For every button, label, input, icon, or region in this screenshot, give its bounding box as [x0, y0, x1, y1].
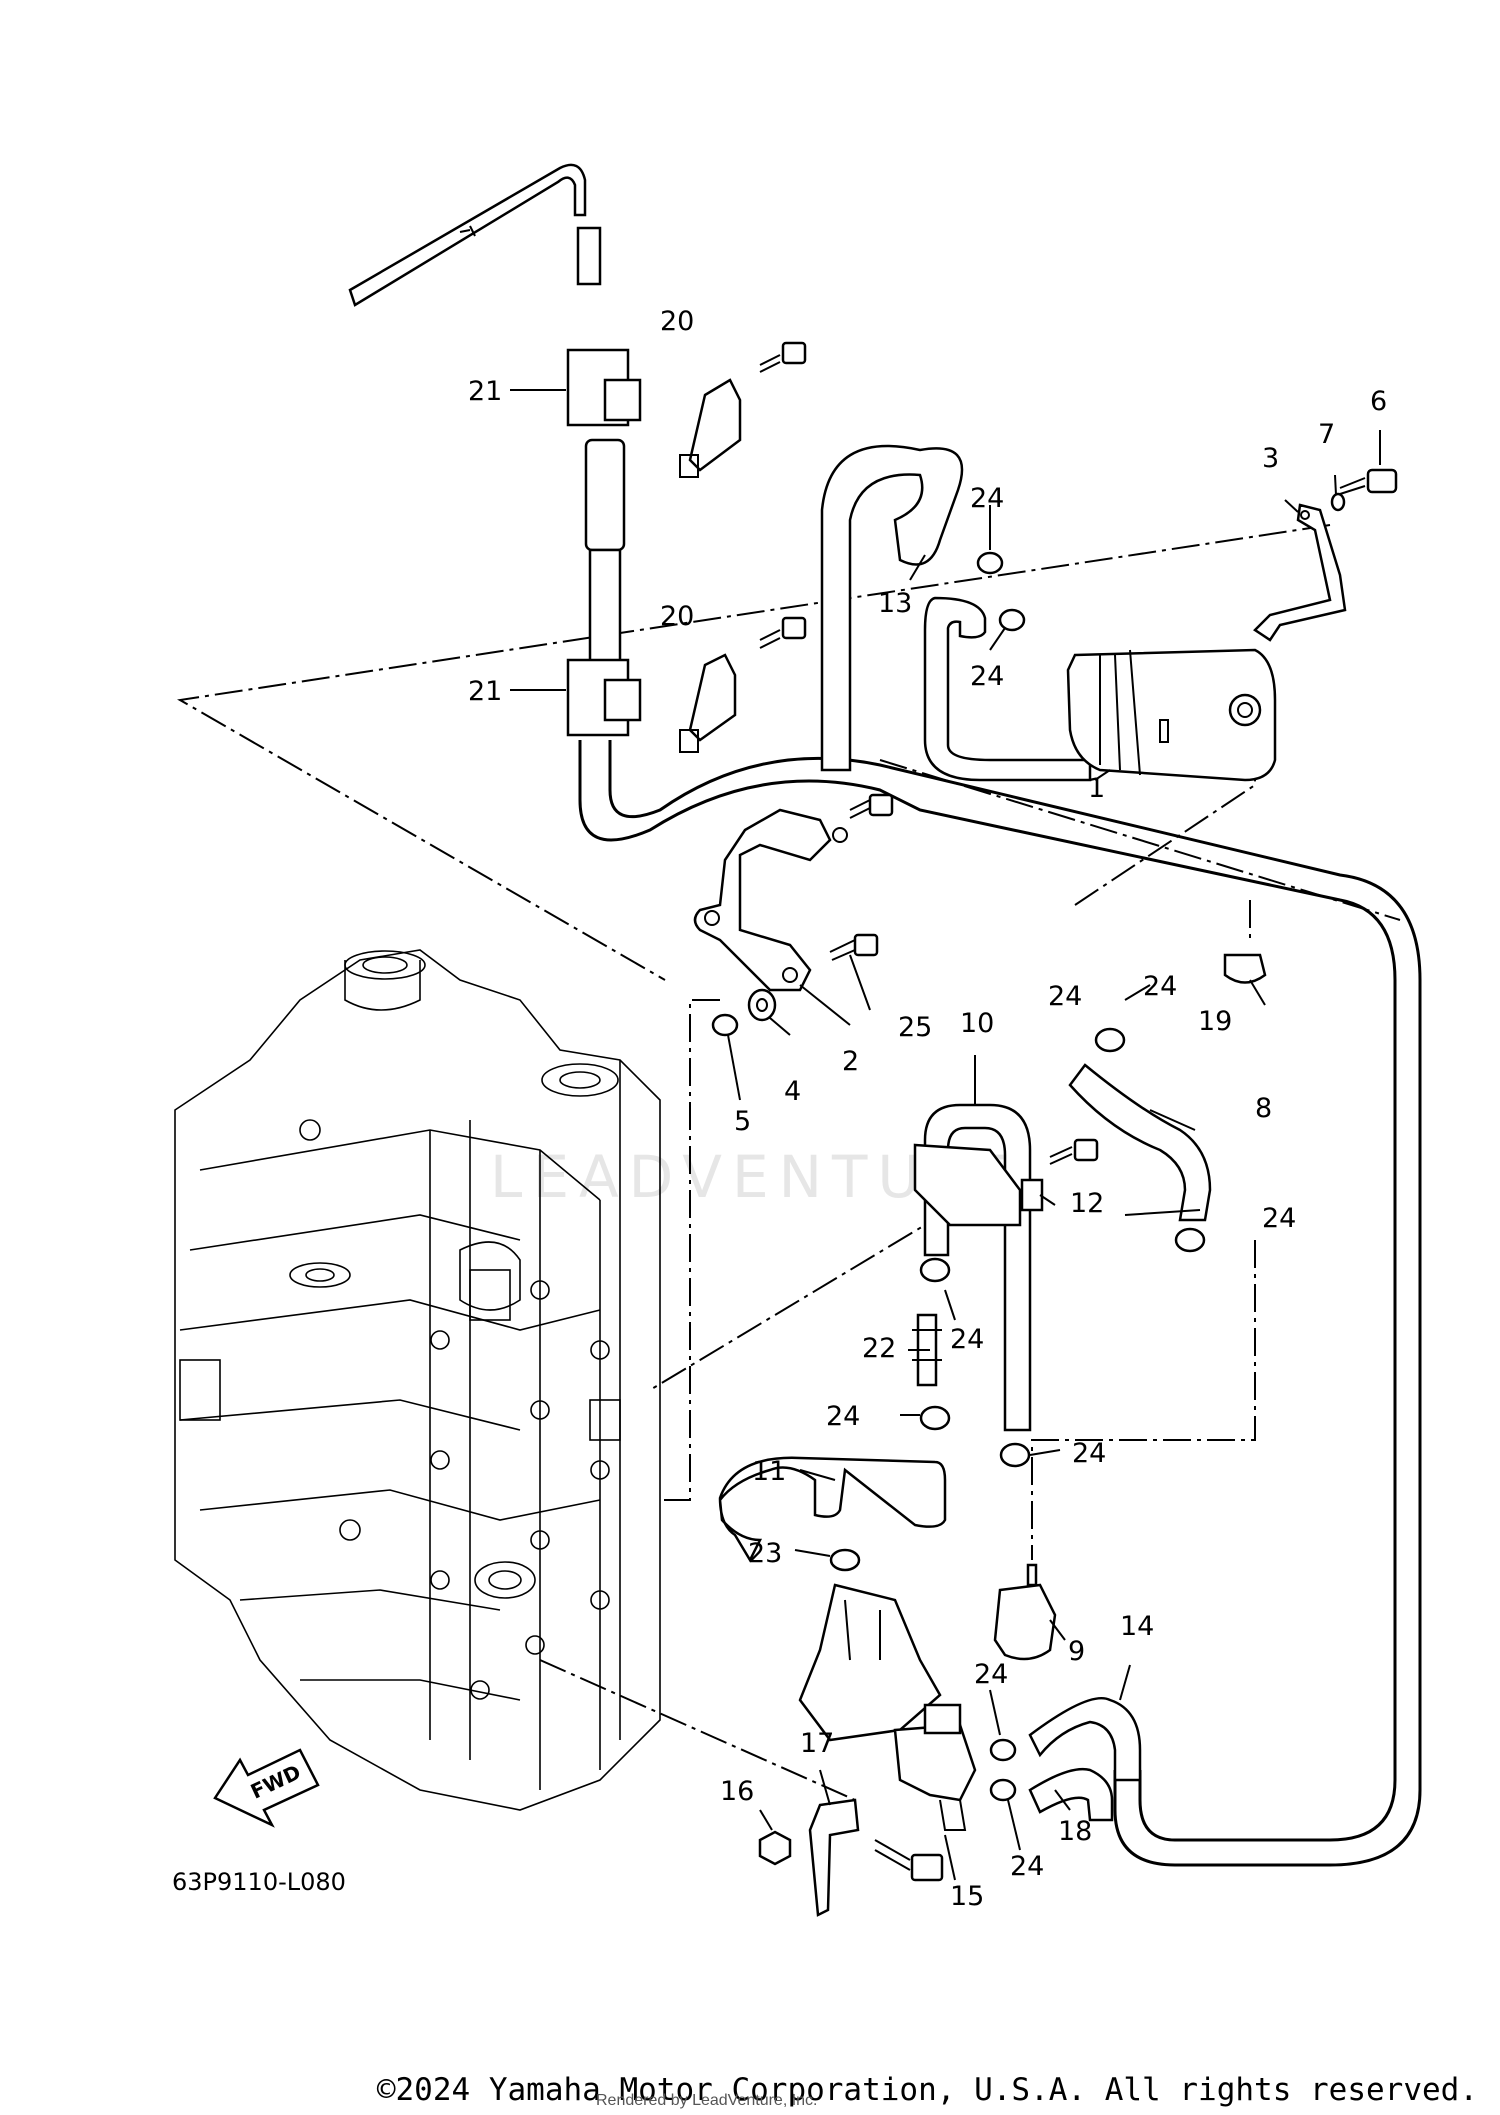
hoses — [348, 163, 1422, 1867]
callout-1: 1 — [1088, 773, 1105, 804]
callout-24-j: 24 — [1048, 981, 1082, 1012]
callout-9: 9 — [1068, 1636, 1085, 1667]
callout-20-lower: 20 — [660, 601, 694, 632]
callout-8: 8 — [1255, 1093, 1272, 1124]
callout-3: 3 — [1262, 443, 1279, 474]
rendered-by-text: Rendered by LeadVenture, Inc. — [596, 2092, 818, 2109]
callout-15: 15 — [950, 1881, 984, 1912]
callout-22: 22 — [862, 1333, 896, 1364]
callout-24-g: 24 — [1072, 1438, 1106, 1469]
callout-10: 10 — [960, 1008, 994, 1039]
callout-4: 4 — [784, 1076, 801, 1107]
callout-21-lower: 21 — [468, 676, 502, 707]
callout-25: 25 — [898, 1012, 932, 1043]
engine-block — [174, 949, 661, 1811]
callout-19: 19 — [1198, 1006, 1232, 1037]
callout-24-b: 24 — [970, 661, 1004, 692]
callout-13: 13 — [878, 588, 912, 619]
callout-24-e: 24 — [950, 1324, 984, 1355]
leader-lines — [510, 389, 1381, 1881]
copyright-text: ©2024 Yamaha Motor Corporation, U.S.A. A… — [376, 2072, 1478, 2108]
callout-2: 2 — [842, 1046, 859, 1077]
callout-20-upper: 20 — [660, 306, 694, 337]
callout-17: 17 — [800, 1728, 834, 1759]
callout-24-i: 24 — [1010, 1851, 1044, 1882]
callout-5: 5 — [734, 1106, 751, 1137]
callout-24-f: 24 — [826, 1401, 860, 1432]
callout-11: 11 — [752, 1456, 786, 1487]
callout-23: 23 — [748, 1538, 782, 1569]
callout-7: 7 — [1318, 419, 1335, 450]
callout-21-upper: 21 — [468, 376, 502, 407]
callout-24-d: 24 — [1262, 1203, 1296, 1234]
parts — [566, 341, 1398, 1917]
callout-24-a: 24 — [970, 483, 1004, 514]
callout-14: 14 — [1120, 1611, 1154, 1642]
callout-18: 18 — [1058, 1816, 1092, 1847]
callout-6: 6 — [1370, 386, 1387, 417]
diagram-code: 63P9110-L080 — [172, 1868, 346, 1896]
callout-12: 12 — [1070, 1188, 1104, 1219]
callout-24-h: 24 — [974, 1659, 1008, 1690]
callout-24-c: 24 — [1143, 971, 1177, 1002]
fwd-arrow-icon: FWD — [213, 1748, 320, 1828]
callout-16: 16 — [720, 1776, 754, 1807]
callout-numbers: 1 2 3 4 5 6 7 8 9 10 11 12 13 14 15 16 1… — [468, 306, 1387, 1912]
